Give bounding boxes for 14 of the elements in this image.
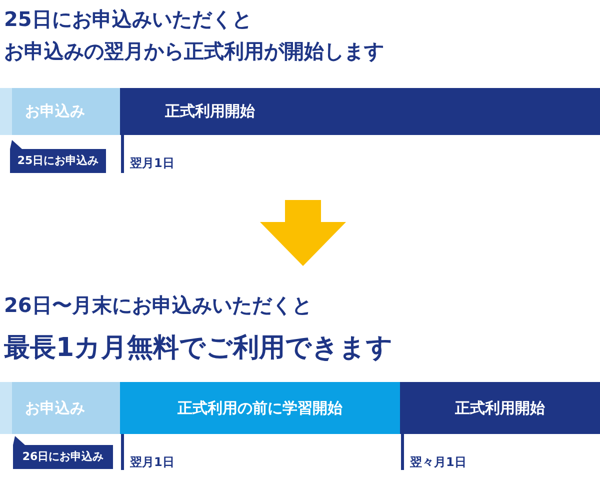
timeline-segment: お申込み	[0, 382, 120, 434]
date-label: 翌々月1日	[410, 454, 466, 471]
callout-tag: 26日にお申込み	[13, 436, 113, 469]
timeline-segment: お申込み	[0, 88, 120, 135]
timeline-segment: 正式利用の前に学習開始	[120, 382, 400, 434]
timeline-segment: 正式利用開始	[400, 382, 600, 434]
timeline-segment: 正式利用開始	[120, 88, 600, 135]
heading-text: お申込みの翌月から正式利用が開始します	[4, 38, 384, 65]
date-label: 翌月1日	[130, 155, 174, 172]
heading-text: 26日〜月末にお申込みいただくと	[4, 292, 312, 319]
date-label: 翌月1日	[130, 454, 174, 471]
callout-tag: 25日にお申込み	[10, 140, 106, 173]
heading-text: 25日にお申込みいただくと	[4, 6, 252, 33]
heading-text: 最長1カ月無料でご利用できます	[4, 332, 394, 365]
